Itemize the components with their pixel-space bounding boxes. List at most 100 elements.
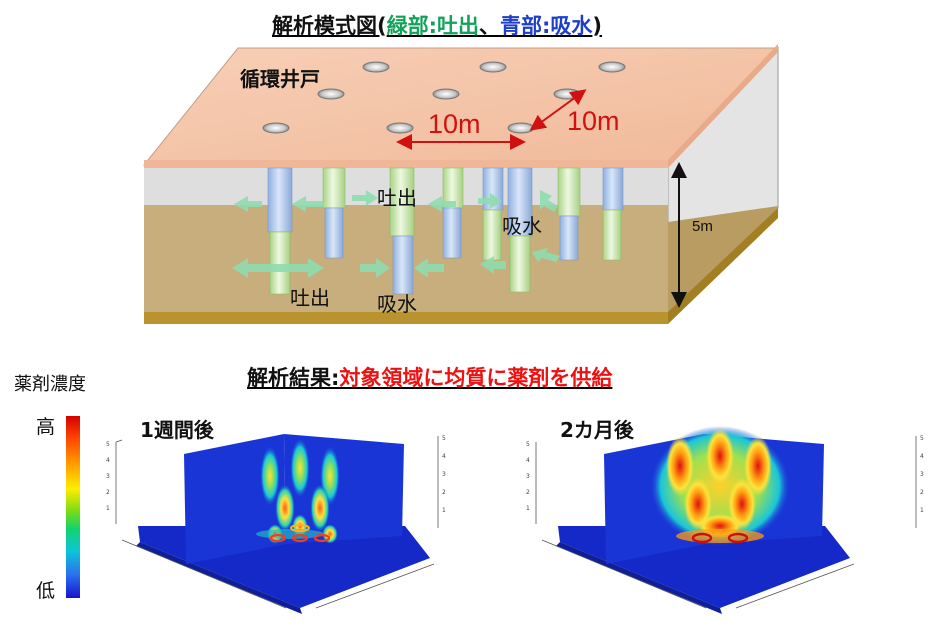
result-panel-1: 5 4 3 2 1 5 4 3 2 1 [106, 434, 446, 614]
well-intake [324, 207, 344, 259]
axis-tick: 1 [526, 505, 530, 512]
discharge-label: 吐出 [290, 286, 330, 310]
plume [322, 524, 338, 544]
axis-ticks-right: 5 4 3 2 1 [920, 435, 924, 514]
well-discharge [322, 167, 346, 209]
spacing-label-x: 10m [428, 109, 481, 139]
schematic-title-blue: 青部:吸水 [500, 14, 593, 38]
axis-tick: 1 [442, 507, 446, 514]
well-hole [262, 122, 290, 134]
well-discharge [269, 231, 291, 295]
axis-tick: 5 [920, 435, 924, 442]
well-hole [317, 88, 345, 100]
axis-tick: 4 [920, 453, 924, 460]
well-discharge [557, 167, 581, 217]
legend-low-label: 低 [36, 580, 56, 602]
panel-1-label: 1週間後 [140, 418, 214, 442]
plume [728, 478, 756, 530]
well-discharge [482, 209, 502, 261]
block-bottom-band-side [668, 208, 778, 324]
well-hole [507, 122, 535, 134]
well-discharge [602, 209, 622, 261]
axis-bottom [121, 539, 435, 609]
axis-ticks-left: 5 4 3 2 1 [106, 441, 110, 512]
plume [666, 436, 694, 496]
plume [275, 484, 295, 532]
legend-high-label: 高 [36, 416, 56, 438]
plume [290, 438, 310, 498]
flow-arrow [360, 258, 390, 278]
wall-left [184, 434, 286, 564]
flow-arrow [292, 196, 324, 212]
results-title-main: 解析結果: [247, 366, 340, 390]
block-top-edge-side [668, 44, 778, 168]
well-discharge [509, 235, 531, 293]
legend-color-bar [66, 416, 80, 598]
axis-tick: 4 [106, 457, 110, 464]
axis-ticks-right: 5 4 3 2 1 [442, 435, 446, 514]
flow-arrows [232, 190, 560, 278]
well-intake [602, 167, 624, 211]
wells [267, 167, 624, 295]
well-hole [598, 61, 626, 73]
flow-arrow [532, 248, 560, 262]
well-hole [432, 88, 460, 100]
flow-arrow [352, 190, 378, 206]
discharge-label: 吐出 [377, 186, 417, 210]
block-top-edge [144, 160, 668, 168]
depth-label: 5m [692, 218, 713, 235]
panel-2-label: 2カ月後 [560, 418, 634, 442]
floor-hotspots [256, 524, 331, 543]
plume [706, 428, 734, 484]
flow-arrow [540, 190, 558, 212]
results-title-red: 対象領域に均質に薬剤を供給 [339, 366, 613, 390]
axis-tick: 2 [442, 489, 446, 496]
flow-arrow [234, 196, 262, 212]
concentration-plumes [260, 438, 340, 544]
legend-title: 薬剤濃度 [14, 374, 86, 395]
axis-tick: 4 [442, 453, 446, 460]
wells-label: 循環井戸 [240, 67, 320, 91]
axis-tick: 3 [106, 473, 110, 480]
spacing-label-diag: 10m [567, 106, 620, 136]
well-intake [267, 167, 293, 233]
axis-ticks-left: 5 4 3 2 1 [526, 441, 530, 512]
axis-tick: 1 [106, 505, 110, 512]
schematic-title: 解析模式図(緑部:吐出、青部:吸水) [272, 10, 602, 40]
well-intake [507, 167, 533, 237]
plume [744, 436, 772, 496]
schematic-diagram [142, 44, 780, 324]
flow-arrow [480, 256, 506, 274]
plume [260, 446, 280, 506]
axis-tick: 2 [526, 489, 530, 496]
flow-arrow [478, 193, 502, 209]
well-intake [392, 235, 414, 295]
axis-tick: 3 [920, 471, 924, 478]
well-hole [479, 61, 507, 73]
well-discharge [389, 167, 415, 237]
well-hole [362, 61, 390, 73]
well-intake [442, 207, 462, 259]
schematic-title-sep: 、 [479, 14, 501, 38]
axis-tick: 2 [920, 489, 924, 496]
flow-arrow [232, 258, 324, 278]
axis-tick: 1 [920, 507, 924, 514]
axis-left [115, 439, 123, 524]
intake-label: 吸水 [502, 214, 542, 238]
axis-tick: 5 [526, 441, 530, 448]
axis-tick: 2 [106, 489, 110, 496]
axis-tick: 3 [442, 471, 446, 478]
floor-hotspots [676, 529, 764, 544]
well-hole [386, 122, 414, 134]
schematic-title-end: ) [592, 14, 603, 38]
result-panel-2: 5 4 3 2 1 5 4 3 2 1 [526, 426, 924, 614]
axis-tick: 3 [526, 473, 530, 480]
schematic-title-main: 解析模式図( [272, 14, 387, 38]
flow-arrow [428, 196, 456, 212]
axis-tick: 5 [106, 441, 110, 448]
plume [310, 484, 330, 532]
plume [684, 478, 712, 530]
spacing-arrow-diagonal [529, 89, 587, 131]
axis-tick: 5 [442, 435, 446, 442]
well-intake [559, 215, 579, 261]
